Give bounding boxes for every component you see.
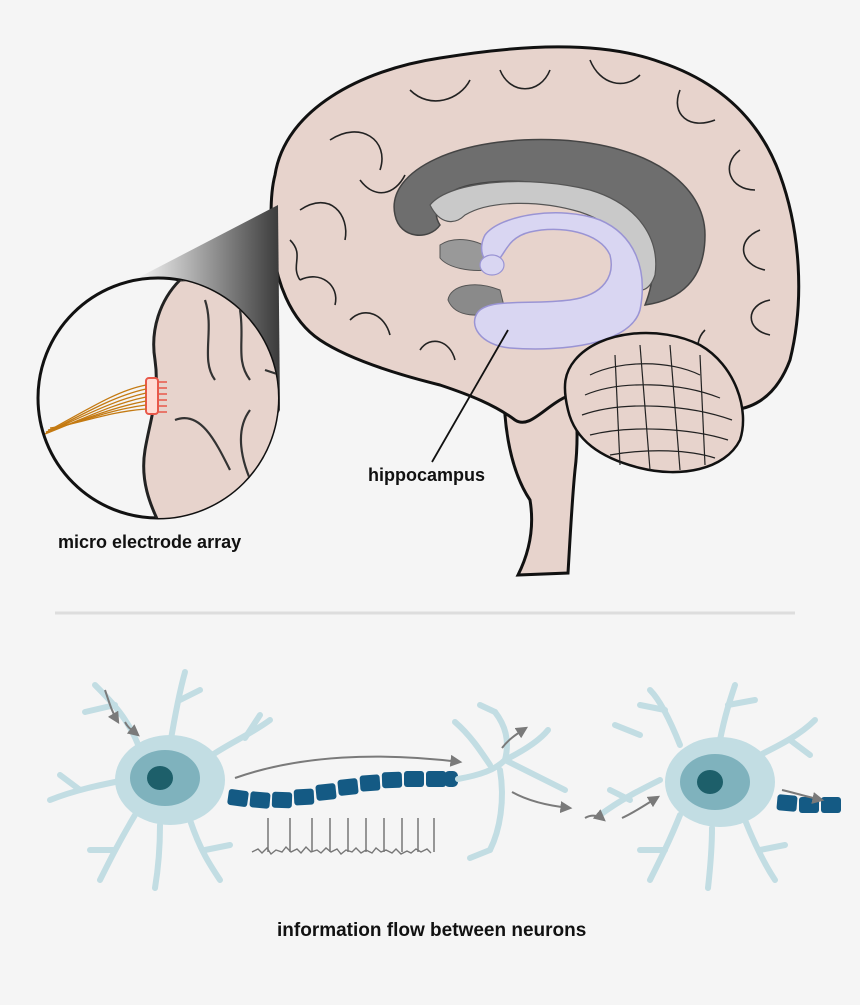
neuron-2-dendrites (597, 682, 818, 891)
brain (269, 45, 801, 577)
micro-electrode-array-label: micro electrode array (58, 532, 242, 552)
electrode-array (145, 377, 167, 415)
arrow-terminal-right (511, 791, 573, 814)
arrow-dendrite-in-2 (124, 721, 140, 737)
information-flow-label: information flow between neurons (277, 920, 587, 941)
axon-terminal (452, 702, 568, 861)
hippocampus-label: hippocampus (368, 465, 486, 485)
arrow-axon-2 (781, 789, 825, 804)
cerebellum-folia (581, 344, 733, 471)
spike-train (251, 818, 435, 856)
arrow-into-neuron-2 (584, 809, 606, 822)
axon-myelin (227, 771, 458, 809)
hippocampus-region (473, 212, 644, 350)
neuron-1-nucleus (147, 766, 173, 790)
arrow-dendrite-in (104, 689, 120, 725)
zoom-inset (36, 205, 280, 520)
neuron-chain (47, 669, 841, 891)
flow-arrows (104, 689, 825, 822)
arrow-into-neuron-2b (621, 795, 661, 819)
arrow-axon (234, 754, 463, 779)
neuron-2-nucleus (697, 770, 723, 794)
wire-bundle (44, 384, 147, 435)
arrow-terminal-up (501, 726, 529, 749)
hippocampus-pointer (431, 329, 509, 463)
